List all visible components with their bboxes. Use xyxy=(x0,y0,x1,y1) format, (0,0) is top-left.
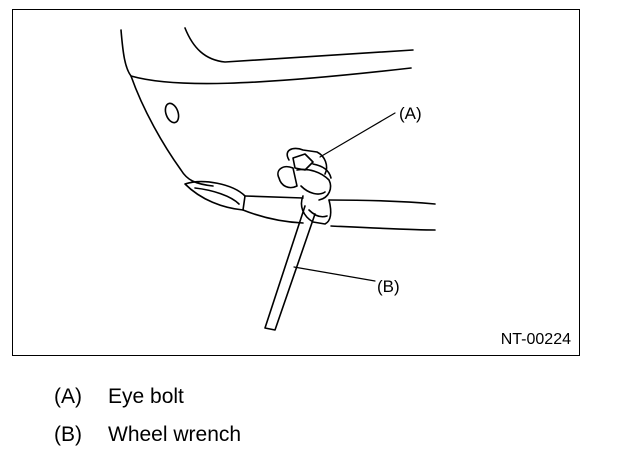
figure-frame: (A) (B) NT-00224 xyxy=(12,9,580,356)
callout-b-label: (B) xyxy=(377,277,400,296)
legend: (A) Eye bolt (B) Wheel wrench xyxy=(54,386,241,462)
callout-a-label: (A) xyxy=(399,104,422,123)
legend-text: Eye bolt xyxy=(108,385,184,408)
bumper-illustration xyxy=(120,27,436,331)
legend-item-wheel-wrench: (B) Wheel wrench xyxy=(54,424,241,462)
figure-id-label: NT-00224 xyxy=(500,331,571,348)
legend-key: (A) xyxy=(54,385,82,408)
legend-key: (B) xyxy=(54,423,82,446)
legend-item-eye-bolt: (A) Eye bolt xyxy=(54,386,241,424)
legend-text: Wheel wrench xyxy=(108,423,242,446)
